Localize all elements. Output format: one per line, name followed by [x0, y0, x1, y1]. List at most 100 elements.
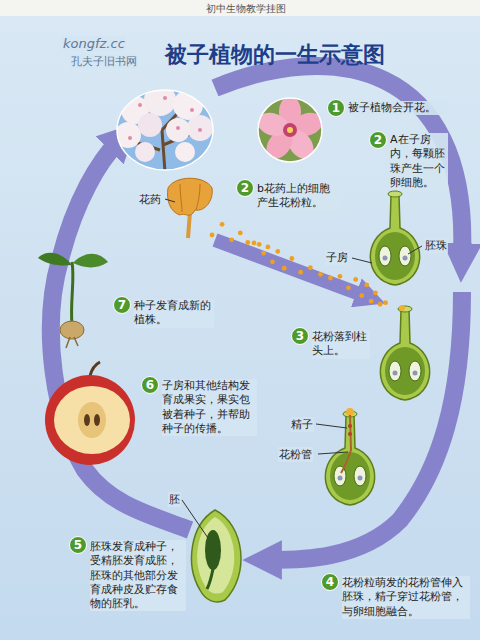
pollen-grain [270, 259, 275, 264]
pollen-grain [275, 249, 280, 254]
callout-number: 1 [327, 99, 345, 117]
stage-callout: 1被子植物会开花。 [327, 99, 345, 117]
art-circle [138, 103, 142, 107]
pollen-grain [252, 241, 257, 246]
art-path [197, 517, 234, 594]
cycle-arrow [51, 66, 462, 560]
pollen-grain [383, 300, 388, 305]
pollen-grain [364, 283, 369, 288]
art-ellipse [84, 414, 90, 426]
pollen-grain [261, 251, 266, 256]
pollen-arrow [215, 240, 365, 296]
art-ellipse [60, 321, 84, 339]
art-rect [110, 85, 220, 175]
art-circle [176, 126, 180, 130]
anther [168, 178, 213, 238]
pollen-grain [210, 233, 215, 238]
title: 被子植物的一生示意图 [165, 40, 385, 70]
header-note: 初中生物教学挂图 [205, 2, 287, 16]
art-line [182, 500, 208, 538]
stage-callout: 4花粉粒萌发的花粉管伸入胚珠，精子穿过花粉管，与卵细胞融合。 [321, 573, 339, 591]
callout-number: 5 [69, 536, 87, 554]
art-path [180, 184, 200, 212]
apple [45, 362, 135, 465]
pollen-grain [359, 293, 364, 298]
pollen-grain [373, 291, 378, 296]
art-path [38, 253, 72, 266]
flower-closeup [254, 95, 325, 165]
art-circle [198, 128, 202, 132]
ovary [370, 191, 419, 285]
pollen-grain [378, 302, 383, 307]
art-circle [115, 122, 141, 148]
pollen-grain [282, 266, 287, 271]
callout-number: 2 [369, 131, 387, 149]
pollen-grain [318, 272, 323, 277]
art-line [352, 258, 372, 263]
art-ellipse [94, 414, 100, 426]
art-path [207, 569, 213, 589]
art-line [318, 452, 348, 454]
header-strip [0, 0, 480, 16]
pollen-grain [289, 256, 294, 261]
art-ellipse [205, 530, 221, 570]
stage-callout: 2A在子房内，每颗胚珠产生一个卵细胞。 [369, 131, 387, 149]
seed [192, 510, 241, 602]
leader-lines [165, 199, 422, 538]
pollen-grain [298, 270, 303, 275]
art-rect [255, 95, 325, 165]
part-label: 花粉管 [278, 447, 313, 462]
art-line [316, 424, 347, 428]
ovary [380, 306, 429, 400]
art-circle [135, 142, 155, 162]
pollen-grain [328, 276, 333, 281]
art-path [168, 178, 213, 215]
pollen-grain [346, 285, 351, 290]
flower-frame [258, 98, 322, 162]
part-label: 花药 [138, 192, 162, 207]
stage-callout: 2b花药上的细胞产生花粉粒。 [236, 179, 254, 197]
callout-number: 7 [113, 296, 131, 314]
pollen-grain [245, 240, 250, 245]
art-circle [287, 127, 293, 133]
art-circle [187, 115, 213, 141]
art-circle [128, 136, 132, 140]
art-ellipse [78, 402, 106, 438]
part-label: 胚珠 [424, 238, 448, 253]
pollen-grain [238, 230, 243, 235]
stage-callout: 3花粉落到柱头上。 [291, 327, 309, 345]
art-path [341, 415, 351, 473]
art-circle [283, 123, 297, 137]
ovary [325, 411, 374, 505]
art-path [66, 337, 78, 348]
stage-description: 胚珠发育成种子，受精胚发育成胚，胚珠的其他部分发育成种皮及贮存食物的胚乳。 [90, 540, 186, 611]
pollen-grains [210, 222, 388, 307]
art-path [192, 510, 241, 602]
pollen-grain [369, 299, 374, 304]
cycle-band [51, 142, 190, 530]
art-circle [138, 113, 162, 137]
art-circle [45, 375, 135, 465]
part-label: 子房 [325, 250, 349, 265]
pollen-grain [229, 237, 234, 242]
art-path [188, 212, 190, 238]
art-path [90, 362, 100, 376]
stage-callout: 6子房和其他结构发育成果实，果实包被着种子，并帮助种子的传播。 [141, 376, 159, 394]
header-note: 孔夫子旧书网 [70, 54, 138, 69]
pollen-grain [265, 245, 270, 250]
seedling [38, 253, 108, 348]
pollen-grain [308, 265, 313, 270]
pollen-grain [257, 242, 262, 247]
stage-description: 子房和其他结构发育成果实，果实包被着种子，并帮助种子的传播。 [162, 379, 257, 436]
art-circle [144, 84, 176, 116]
art-ellipse [54, 386, 130, 454]
callout-number: 4 [321, 573, 339, 591]
callout-number: 2 [236, 179, 254, 197]
art-circle [175, 142, 195, 162]
pollen-grain [338, 274, 343, 279]
art-circle [346, 408, 354, 416]
pollen-grain [220, 222, 225, 227]
stage-description: 花粉落到柱头上。 [312, 330, 370, 359]
pollen-tube [341, 408, 354, 473]
